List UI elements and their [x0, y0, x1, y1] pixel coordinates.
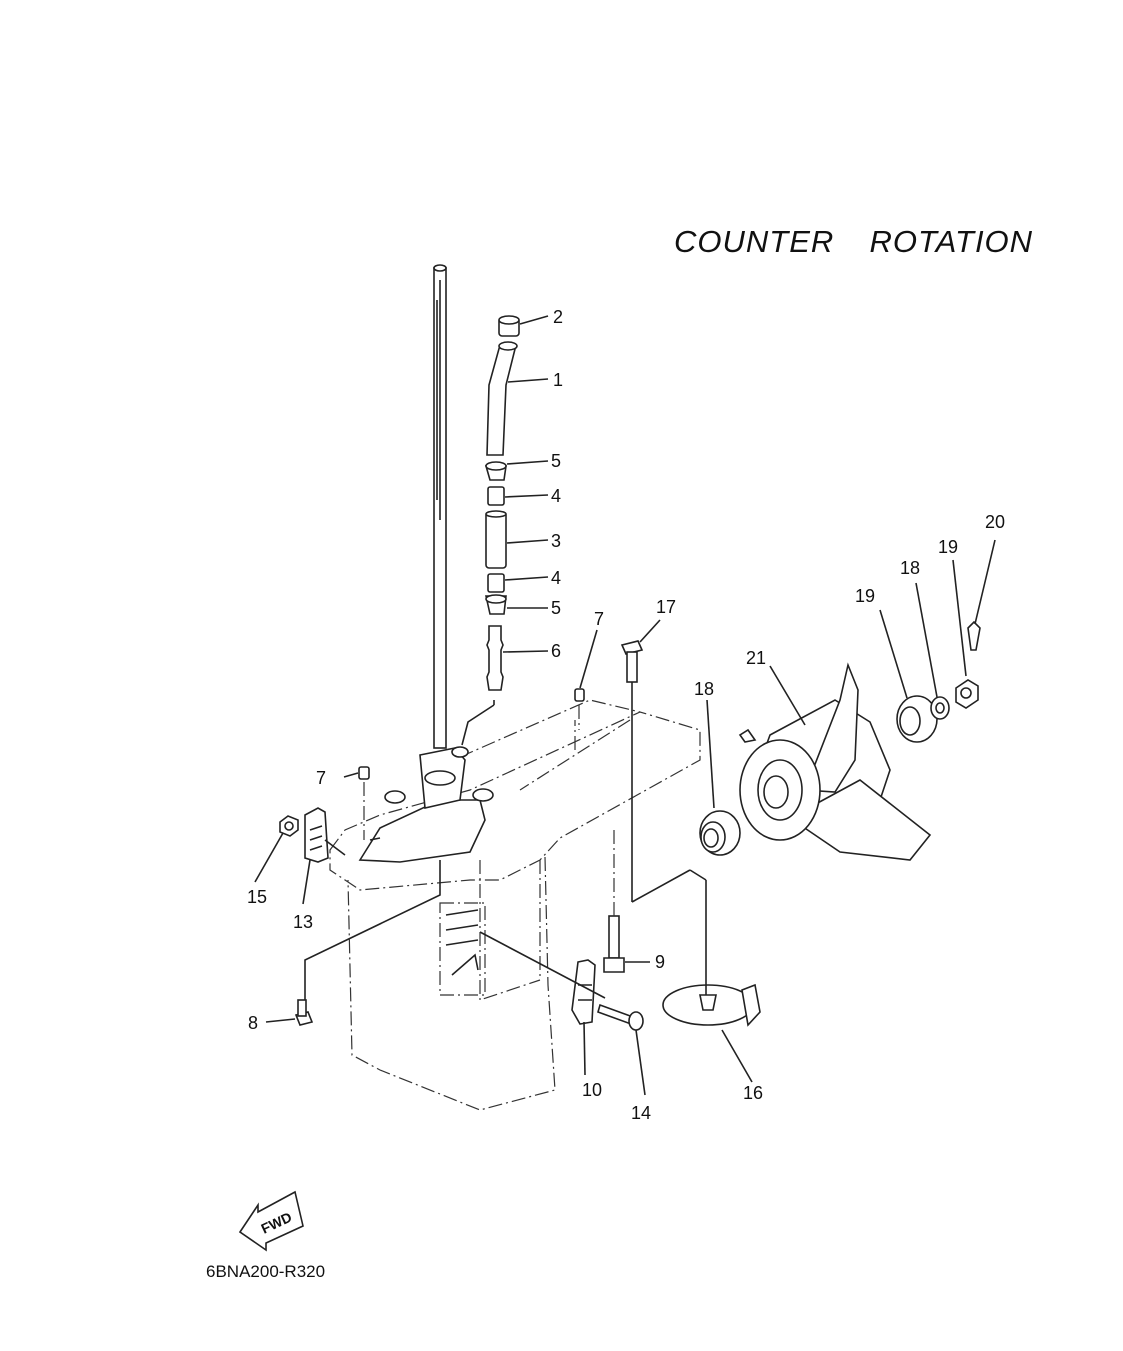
anode-11 [304, 807, 346, 863]
callout-16: 18 [694, 679, 714, 699]
propeller-21 [738, 662, 932, 861]
callout-11: 13 [293, 912, 313, 932]
nut-19 [955, 679, 979, 709]
callout-3: 3 [551, 531, 561, 551]
drive-shaft [433, 264, 447, 749]
callout-18: 18 [900, 558, 920, 578]
diagram-code: 6BNA200-R320 [206, 1262, 326, 1281]
washer-17 [896, 695, 938, 743]
dowel-pin-7-left [358, 766, 370, 840]
callout-17: 19 [855, 586, 875, 606]
callout-19: 19 [938, 537, 958, 557]
spacer-16 [699, 810, 741, 856]
callout-21: 21 [746, 648, 766, 668]
callout-4-upper: 4 [551, 486, 561, 506]
callout-7-right: 7 [594, 609, 604, 629]
fwd-arrow-icon: FWD [238, 1190, 304, 1252]
trim-tab-14 [662, 869, 761, 1027]
lower-casing [329, 699, 701, 1111]
callout-15: 17 [656, 597, 676, 617]
callout-5-upper: 5 [551, 451, 561, 471]
callout-13: 15 [247, 887, 267, 907]
water-tube-assembly [461, 315, 520, 746]
bolt-8 [294, 860, 441, 1026]
callout-2: 2 [553, 307, 563, 327]
callout-5-lower: 5 [551, 598, 561, 618]
callout-8: 8 [248, 1013, 258, 1033]
callout-20: 20 [985, 512, 1005, 532]
cotter-pin-20 [967, 620, 981, 651]
bolt-15 [620, 640, 691, 903]
callout-1: 1 [553, 370, 563, 390]
dowel-pin-7-right [574, 688, 585, 730]
callout-4-lower: 4 [551, 568, 561, 588]
washer-18 [930, 696, 950, 720]
callout-9: 9 [655, 952, 665, 972]
bolt-12 [597, 1003, 644, 1031]
gear-housing [358, 746, 494, 863]
bolt-9 [603, 830, 625, 973]
anode-10 [479, 931, 606, 1025]
callout-10: 10 [582, 1080, 602, 1100]
callout-6: 6 [551, 641, 561, 661]
callout-12: 14 [631, 1103, 651, 1123]
callout-numbers: 2 1 5 4 3 4 5 6 7 17 7 15 13 8 9 10 14 1… [247, 307, 1005, 1123]
nut-13 [279, 815, 299, 837]
callout-7-left: 7 [316, 768, 326, 788]
leader-lines [254, 315, 996, 1096]
diagram-title: COUNTER ROTATION [674, 224, 1034, 259]
callout-14: 16 [743, 1083, 763, 1103]
trim-tab-window [439, 902, 486, 996]
